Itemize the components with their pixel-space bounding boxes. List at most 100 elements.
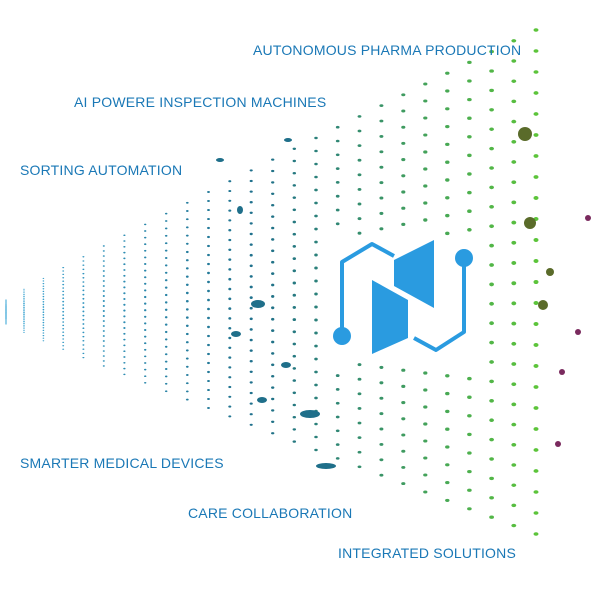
tunnel-dot-555 [511, 261, 517, 265]
tunnel-dot-164 [123, 315, 126, 318]
tunnel-dot-560 [511, 362, 517, 366]
tunnel-dot-134 [102, 290, 105, 292]
tunnel-dot-493 [445, 374, 450, 378]
tunnel-dot-515 [467, 451, 472, 455]
tunnel-dot-512 [467, 395, 472, 399]
tunnel-dot-268 [207, 352, 210, 356]
tunnel-dot-355 [292, 208, 297, 212]
tunnel-dot-571 [533, 70, 539, 74]
tunnel-dot-333 [271, 249, 275, 253]
tunnel-dot-559 [511, 341, 517, 346]
tunnel-dot-215 [164, 323, 168, 326]
tunnel-dot-545 [511, 59, 517, 63]
tunnel-dot-341 [271, 340, 275, 344]
tunnel-dot-93 [62, 328, 65, 330]
tunnel-dot-88 [62, 310, 65, 313]
tunnel-dot-585 [533, 364, 539, 368]
tunnel-dot-429 [357, 436, 362, 439]
tunnel-dot-528 [489, 224, 494, 229]
tunnel-dot-201 [164, 220, 168, 222]
tunnel-dot-480 [423, 456, 428, 460]
tunnel-dot-57 [42, 295, 45, 298]
tunnel-dot-143 [102, 335, 105, 337]
tunnel-dot-548 [511, 119, 517, 124]
tunnel-dot-495 [445, 409, 450, 414]
tunnel-dot-492 [445, 231, 450, 236]
tunnel-dot-44 [23, 322, 25, 325]
tunnel-dot-26 [23, 290, 25, 292]
tunnel-dot-413 [335, 443, 340, 446]
tunnel-dot-227 [185, 218, 189, 221]
tunnel-dot-455 [401, 190, 406, 194]
tunnel-dot-144 [102, 340, 105, 342]
tunnel-dot-101 [82, 260, 85, 262]
tunnel-dot-589 [533, 448, 539, 452]
tunnel-dot-428 [357, 421, 362, 425]
tunnel-dot-502 [467, 79, 472, 83]
tunnel-dot-36 [23, 308, 25, 310]
tunnel-dot-390 [314, 331, 318, 335]
tunnel-dot-0 [5, 299, 7, 301]
tunnel-dot-547 [511, 99, 517, 104]
tunnel-dot-447 [379, 458, 384, 462]
tunnel-dot-391 [314, 344, 318, 348]
tunnel-dot-549 [511, 139, 517, 144]
tunnel-dot-122 [82, 348, 85, 350]
tunnel-dot-254 [207, 226, 210, 230]
tunnel-dot-91 [62, 321, 65, 323]
tunnel-dot-557 [511, 301, 517, 306]
tunnel-dot-249 [185, 398, 189, 401]
tunnel-dot-125 [102, 245, 105, 247]
tunnel-dot-79 [62, 280, 65, 282]
tunnel-dot-389 [314, 318, 318, 322]
tunnel-dot-537 [489, 399, 494, 403]
tunnel-dot-118 [82, 331, 85, 334]
tunnel-dot-112 [82, 306, 85, 309]
tunnel-dot-281 [228, 238, 232, 242]
tunnel-dot-207 [164, 264, 168, 267]
tunnel-dot-128 [102, 260, 105, 262]
tunnel-dot-320 [249, 381, 253, 384]
tunnel-dot-562 [511, 402, 517, 407]
tunnel-dot-375 [314, 136, 318, 140]
tunnel-dot-179 [144, 249, 147, 252]
tunnel-dot-498 [445, 463, 450, 467]
tunnel-dot-270 [207, 370, 210, 374]
tunnel-dot-541 [489, 476, 494, 481]
outer-dot-2 [546, 268, 554, 276]
tunnel-dot-161 [123, 297, 126, 301]
tunnel-dot-255 [207, 235, 210, 239]
tunnel-dot-377 [314, 162, 318, 166]
tunnel-dot-152 [123, 245, 126, 248]
tunnel-dot-110 [82, 297, 85, 300]
tunnel-dot-81 [62, 287, 65, 289]
tunnel-dot-37 [23, 310, 25, 312]
tunnel-dot-248 [185, 390, 189, 393]
tunnel-dot-8 [5, 307, 7, 309]
tunnel-dot-170 [123, 350, 126, 353]
tunnel-dot-310 [249, 275, 253, 278]
tunnel-dot-247 [185, 382, 189, 385]
tunnel-dot-514 [467, 432, 472, 437]
tunnel-dot-228 [185, 226, 189, 229]
tunnel-dot-86 [62, 304, 65, 306]
tunnel-dot-295 [228, 376, 232, 379]
tunnel-dot-252 [207, 208, 210, 212]
tunnel-dot-132 [102, 280, 105, 282]
tunnel-dot-402 [335, 153, 340, 157]
tunnel-dot-530 [489, 263, 494, 267]
tunnel-dot-147 [102, 355, 105, 357]
tunnel-dot-108 [82, 289, 85, 292]
tunnel-dot-97 [62, 341, 65, 344]
tunnel-dot-392 [314, 357, 318, 361]
tunnel-dot-456 [401, 206, 406, 210]
tunnel-dot-552 [511, 200, 517, 205]
tunnel-dot-139 [102, 315, 105, 317]
tunnel-dot-437 [379, 181, 384, 185]
tunnel-dot-441 [379, 365, 384, 369]
tunnel-dot-162 [123, 303, 126, 306]
tunnel-dot-409 [335, 387, 340, 391]
tunnel-dot-278 [228, 209, 232, 212]
tunnel-dot-362 [292, 293, 297, 297]
tunnel-dot-472 [423, 184, 428, 188]
